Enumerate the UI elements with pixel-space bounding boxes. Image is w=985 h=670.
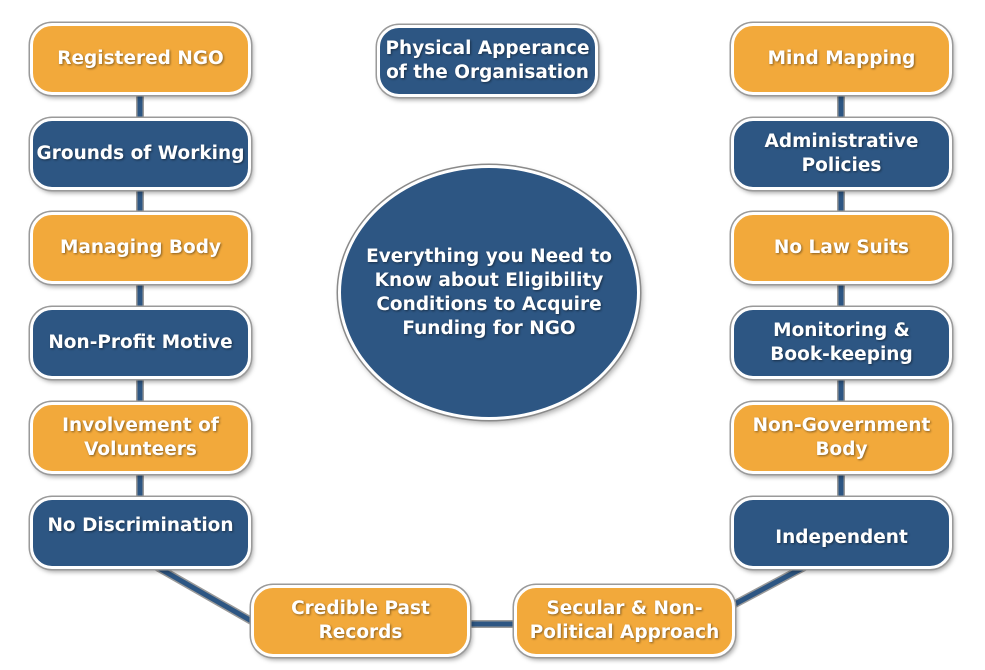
node-label: Non-Government Body: [752, 415, 931, 460]
node-secular-non-political-approach: Secular & Non- Political Approach: [514, 585, 735, 657]
node-independent: Independent: [731, 497, 952, 569]
node-administrative-policies: Administrative Policies: [731, 118, 952, 190]
central-topic-circle: Everything you Need to Know about Eligib…: [338, 165, 640, 420]
node-label: Managing Body: [59, 237, 222, 258]
node-non-profit-motive: Non-Profit Motive: [30, 307, 251, 379]
node-label: Involvement of Volunteers: [62, 415, 219, 460]
node-label: Registered NGO: [57, 48, 224, 69]
node-no-discrimination: No Discrimination: [30, 497, 251, 569]
node-label: No Discrimination: [47, 515, 234, 536]
central-topic-title: Everything you Need to Know about Eligib…: [366, 245, 612, 339]
node-managing-body: Managing Body: [30, 212, 251, 284]
node-mind-mapping: Mind Mapping: [731, 23, 952, 95]
node-label: Physical Apperance of the Organisation: [385, 38, 590, 83]
node-involvement-of-volunteers: Involvement of Volunteers: [30, 402, 251, 474]
node-label: Independent: [775, 527, 908, 548]
node-no-law-suits: No Law Suits: [731, 212, 952, 284]
node-label: Administrative Policies: [764, 131, 919, 176]
node-monitoring-book-keeping: Monitoring & Book-keeping: [731, 307, 952, 379]
node-grounds-of-working: Grounds of Working: [30, 118, 251, 190]
node-physical-appearance: Physical Apperance of the Organisation: [377, 25, 598, 97]
node-label: Secular & Non- Political Approach: [529, 598, 720, 643]
node-label: Mind Mapping: [767, 48, 916, 69]
node-label: Credible Past Records: [291, 598, 430, 643]
node-label: No Law Suits: [773, 237, 910, 258]
node-label: Grounds of Working: [36, 143, 245, 164]
node-credible-past-records: Credible Past Records: [251, 585, 470, 657]
node-registered-ngo: Registered NGO: [30, 23, 251, 95]
node-label: Monitoring & Book-keeping: [770, 320, 913, 365]
node-label: Non-Profit Motive: [48, 332, 233, 353]
node-non-government-body: Non-Government Body: [731, 402, 952, 474]
